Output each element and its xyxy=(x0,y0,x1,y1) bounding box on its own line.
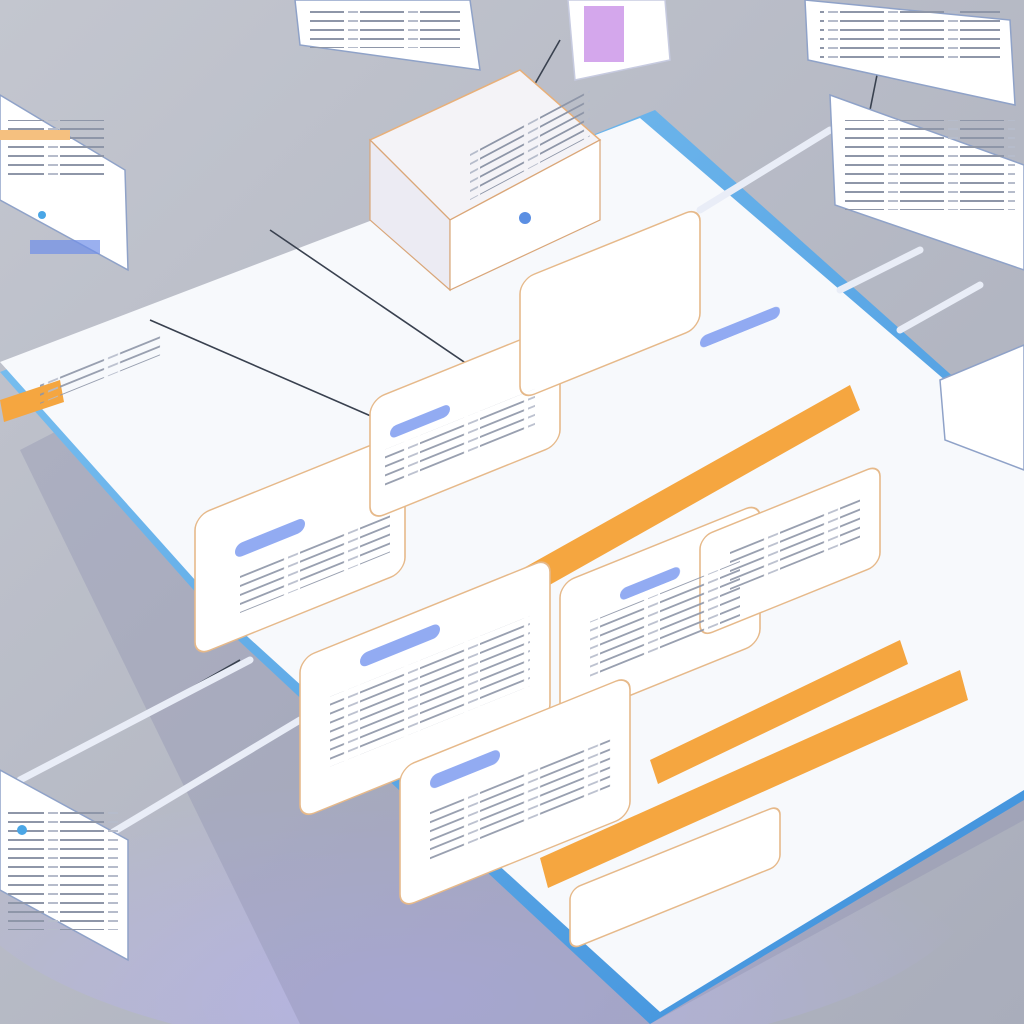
panel-accents xyxy=(0,130,100,835)
folder-stack-icon xyxy=(368,69,602,292)
connector-rails xyxy=(16,126,984,844)
illegible-text-lines xyxy=(40,335,860,867)
document-card-icon xyxy=(567,0,671,81)
blue-chips xyxy=(235,306,780,788)
